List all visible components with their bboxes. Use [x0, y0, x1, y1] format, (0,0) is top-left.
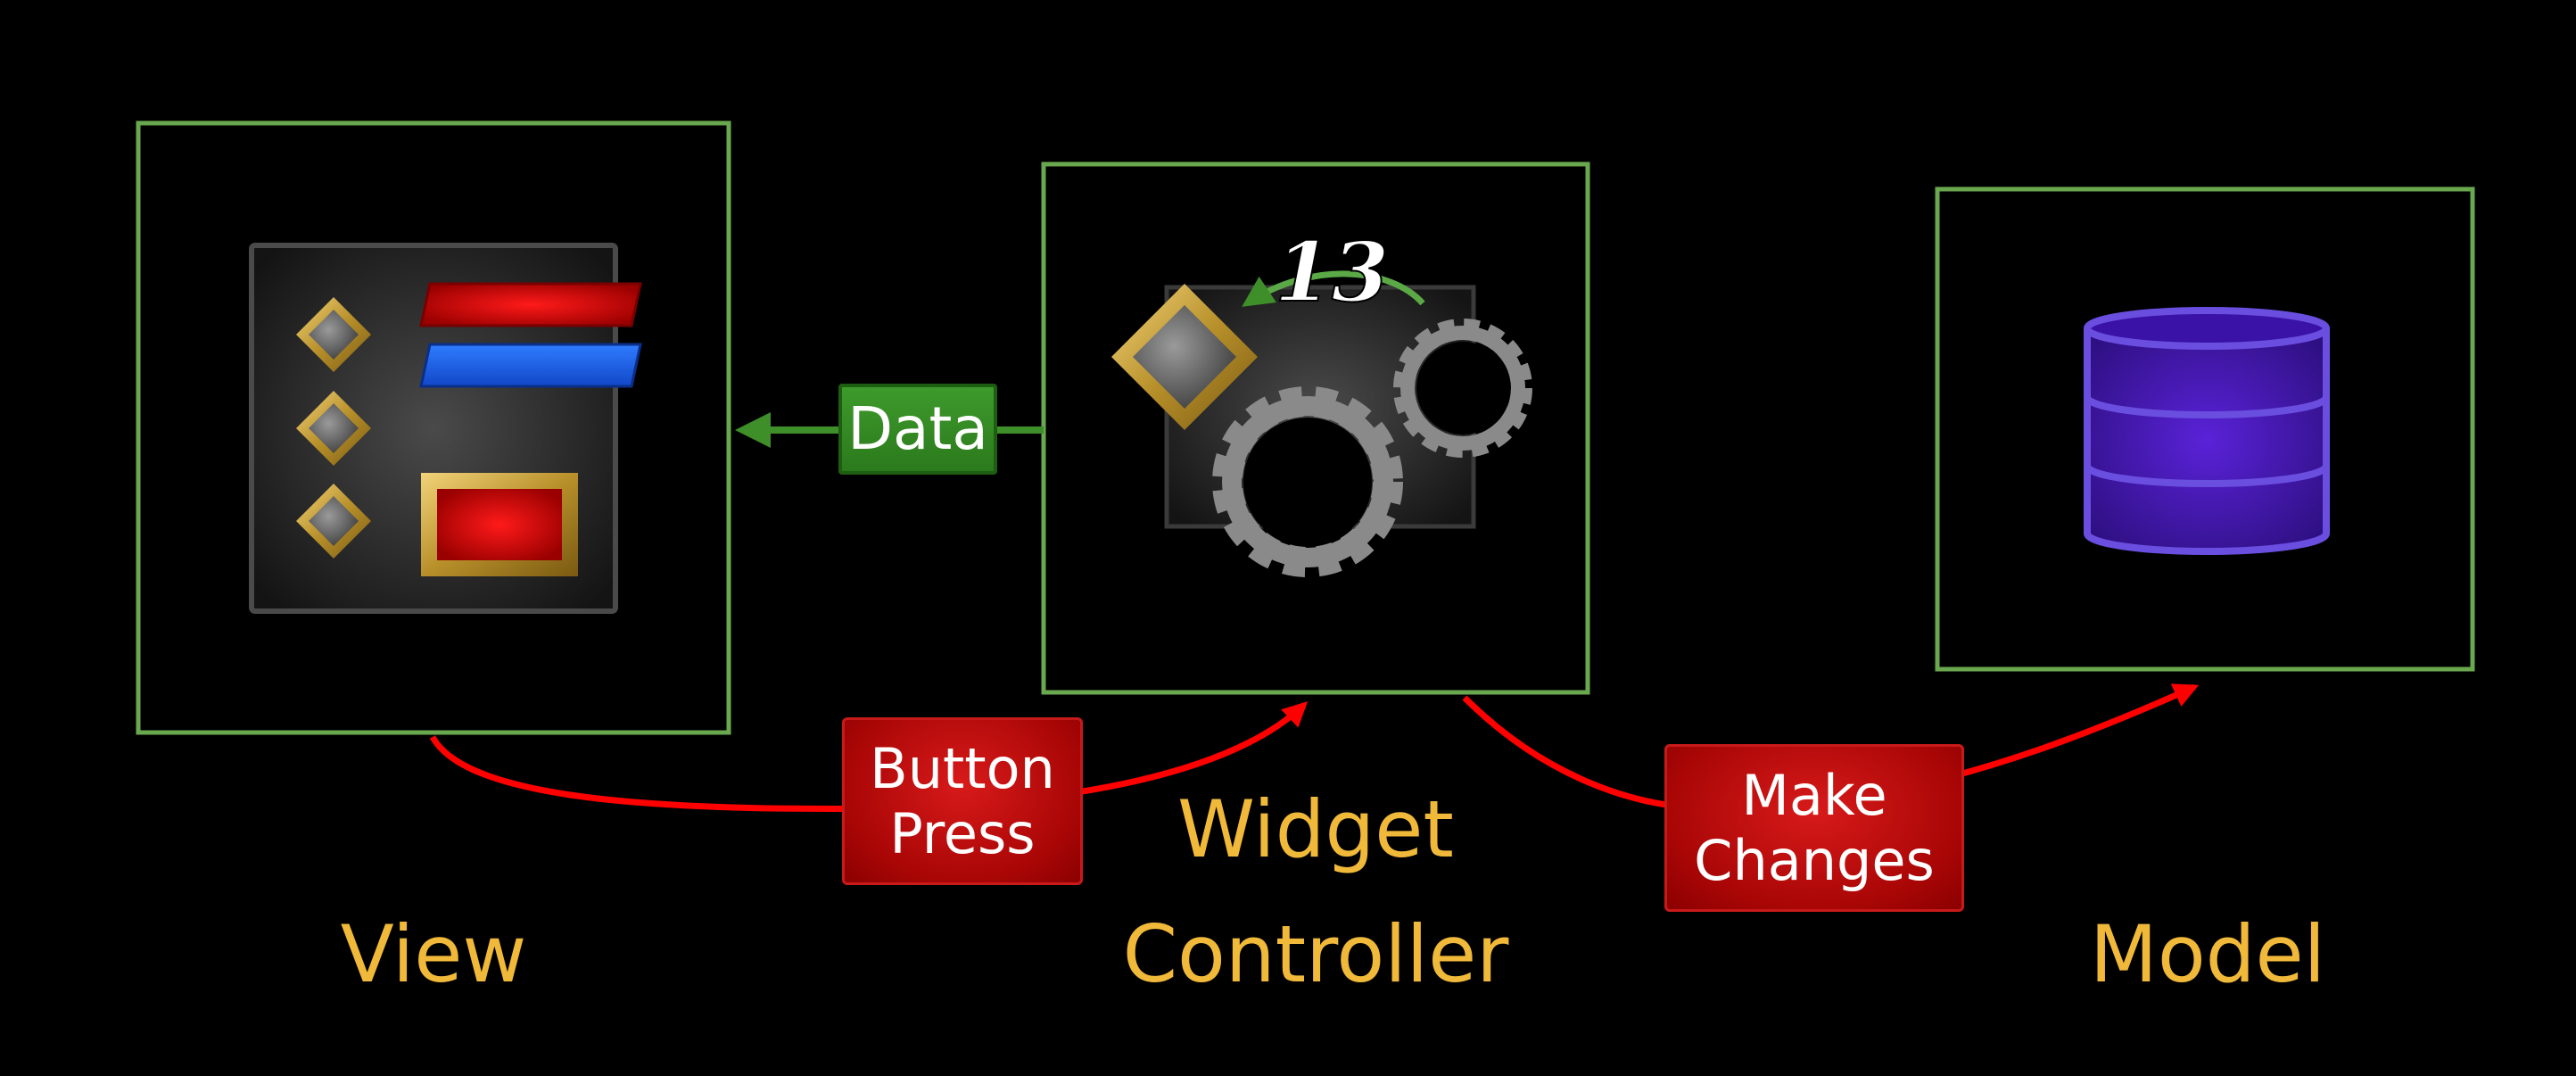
view-form-icon	[249, 243, 642, 614]
large-gear-icon	[1212, 386, 1403, 577]
red-button-icon	[421, 473, 578, 576]
diamond-gem-icon	[1111, 284, 1258, 430]
model-frame	[1935, 186, 2475, 672]
model-caption: Model	[2089, 908, 2326, 1000]
make-changes-line2: Changes	[1694, 828, 1935, 893]
view-frame	[136, 120, 731, 735]
make-changes-line1: Make	[1741, 762, 1887, 828]
diamond-gem-icon	[296, 297, 371, 372]
diamond-gem-icon	[296, 391, 371, 466]
data-tag: Data	[838, 384, 997, 475]
rotate-arrow-icon	[1242, 270, 1425, 307]
red-slider-bar	[419, 282, 642, 327]
blue-slider-bar	[419, 343, 642, 388]
widget-value-label: 13	[1275, 224, 1389, 320]
data-tag-label: Data	[847, 394, 988, 464]
button-press-line1: Button	[870, 735, 1055, 801]
controller-caption-line2: Controller	[1122, 908, 1509, 1000]
make-changes-tag: Make Changes	[1664, 744, 1964, 912]
diamond-gem-icon	[296, 484, 371, 559]
view-caption: View	[340, 908, 527, 1000]
controller-gears-icon: 13	[1111, 223, 1532, 577]
button-press-tag: Button Press	[842, 717, 1083, 885]
small-gear-icon	[1393, 319, 1532, 458]
controller-caption-line1: Widget	[1177, 783, 1454, 875]
button-press-line2: Press	[889, 801, 1036, 866]
database-icon	[2084, 307, 2330, 555]
